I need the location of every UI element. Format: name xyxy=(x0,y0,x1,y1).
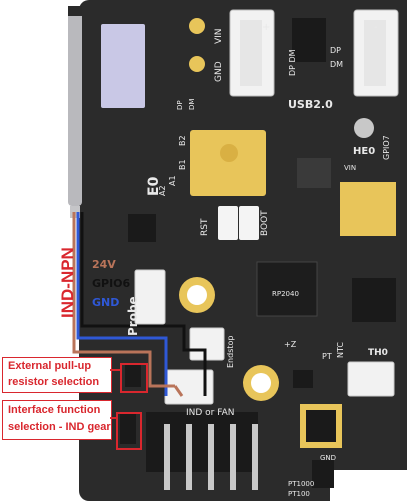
gnd-post xyxy=(189,56,205,72)
dp-label: DP xyxy=(330,46,341,55)
right-ic xyxy=(352,278,396,322)
ic-regulator xyxy=(297,158,331,188)
wire-24v-label: 24V xyxy=(92,258,116,271)
yellow-module xyxy=(190,130,266,196)
probe-connector xyxy=(134,269,166,325)
pt-label: PT xyxy=(322,352,332,361)
th0-label: TH0 xyxy=(368,348,388,358)
plus-label: + xyxy=(262,22,271,33)
rp2040-chip xyxy=(256,261,318,317)
function-highlight xyxy=(116,412,142,450)
boot-button xyxy=(239,206,259,240)
wire-gpio-label: GPIO6 xyxy=(92,277,131,290)
gnd-small-label: GND xyxy=(320,454,337,462)
minus-label: - xyxy=(374,22,378,33)
pullup-callout: External pull-up resistor selection xyxy=(2,357,112,393)
rp2040-label: RP2040 xyxy=(272,290,299,298)
interface-callout-line1: Interface function xyxy=(8,404,101,416)
pt-jumper xyxy=(293,370,313,388)
pullup-jumper xyxy=(125,365,141,387)
wire-gnd-label: GND xyxy=(92,296,120,309)
pullup-highlight xyxy=(120,363,148,393)
endstop-connector xyxy=(189,327,225,361)
vin-small-label: VIN xyxy=(344,164,357,172)
usb-chip xyxy=(292,18,326,62)
pt1000-label: PT1000 xyxy=(288,480,315,488)
he0-label: HE0 xyxy=(353,146,376,157)
interface-callout-line2: selection - IND gear xyxy=(8,421,111,433)
probe-cable-body xyxy=(68,8,82,206)
wire-black xyxy=(80,212,207,396)
function-jumper xyxy=(120,414,136,444)
vin-post xyxy=(189,18,205,34)
he0-cap xyxy=(354,118,374,138)
ic-left xyxy=(128,214,156,242)
usb-label: USB2.0 xyxy=(288,98,333,111)
pt-switch xyxy=(312,460,334,488)
pullup-callout-line1: External pull-up xyxy=(8,360,92,372)
pt100-label: PT100 xyxy=(288,490,310,498)
wire-brown xyxy=(72,212,175,388)
board-cutout xyxy=(330,470,407,501)
wire-blue xyxy=(76,212,168,396)
dm-label: DM xyxy=(330,60,344,69)
pin-header xyxy=(146,412,258,490)
th0-connector xyxy=(347,361,395,397)
rst-button xyxy=(218,206,238,240)
power-module-block xyxy=(101,24,145,108)
accel-pad xyxy=(340,182,396,236)
z-axis-label: +Z xyxy=(284,340,297,349)
interface-callout: Interface function selection - IND gear xyxy=(2,400,112,440)
ind-fan-label: IND or FAN xyxy=(186,408,235,418)
pullup-callout-line2: resistor selection xyxy=(8,376,100,388)
